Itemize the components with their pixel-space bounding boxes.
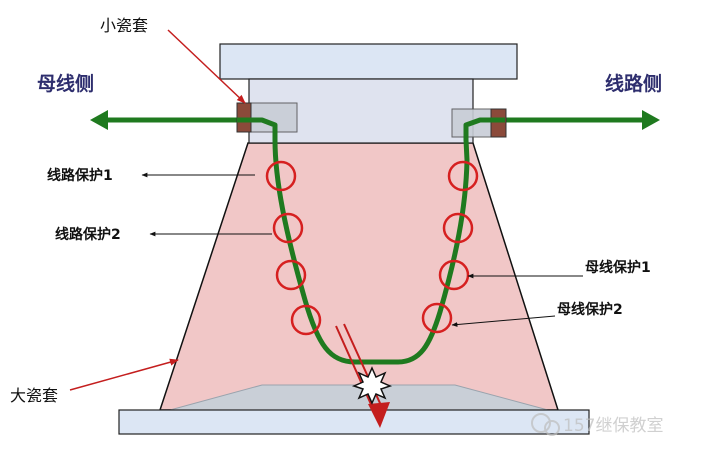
small-bushing-label: 小瓷套	[100, 16, 148, 35]
ct-ring-bus-2	[421, 302, 453, 334]
bus-side-label: 母线侧	[37, 72, 94, 95]
ct-ring-line-1	[265, 160, 297, 192]
ct-ring-line-4	[290, 304, 322, 336]
bus-protection-2-label: 母线保护2	[557, 301, 623, 318]
watermark-text: 157继保教室	[563, 416, 663, 436]
bus-protection-1-label: 母线保护1	[585, 259, 651, 276]
line-protection-2-label: 线路保护2	[55, 226, 121, 243]
watermark: 157继保教室	[531, 413, 663, 436]
wechat-icon	[531, 413, 551, 433]
base-plate	[118, 409, 590, 435]
fault-arrowhead	[368, 402, 390, 428]
wechat-icon-inner	[544, 420, 560, 436]
line-side-label: 线路侧	[605, 72, 662, 95]
large-bushing-label: 大瓷套	[10, 386, 58, 405]
small-bushing-pointer	[167, 29, 246, 104]
ct-ring-line-2	[272, 212, 304, 244]
top-plate	[219, 43, 518, 80]
right-terminal-cap	[490, 108, 507, 138]
ct-ring-bus-b	[442, 212, 474, 244]
bus-protection-2-pointer	[451, 315, 556, 327]
conductor-path	[259, 117, 483, 365]
ct-ring-line-3	[275, 259, 307, 291]
large-bushing-pointer	[69, 358, 179, 391]
line-protection-1-label: 线路保护1	[47, 167, 113, 184]
fault-arrow-b	[343, 323, 385, 413]
bus-side-arrowhead	[90, 110, 108, 130]
fault-flash-icon	[351, 366, 393, 405]
line-side-arrowhead	[642, 110, 660, 130]
ct-ring-bus-a	[447, 160, 479, 192]
